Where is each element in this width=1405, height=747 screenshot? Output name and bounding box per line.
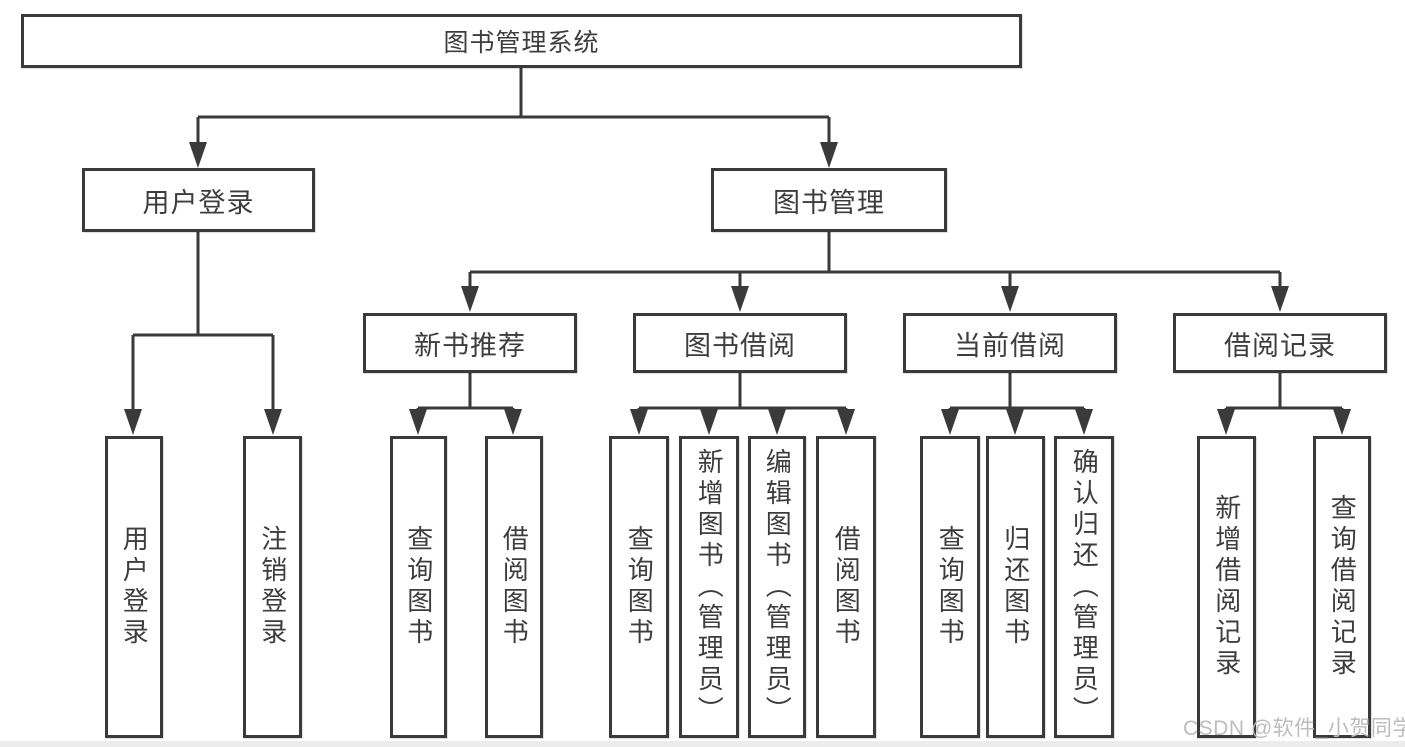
node-leaf-current-return-books: 归还图书 <box>986 436 1045 738</box>
node-leaf-recommend-borrow-books: 借阅图书 <box>485 436 543 738</box>
node-leaf-user-login: 用户登录 <box>105 436 163 738</box>
leaf-label: 归还图书 <box>1000 525 1031 649</box>
node-leaf-current-query-books: 查询图书 <box>920 436 980 738</box>
node-leaf-records-query: 查询借阅记录 <box>1313 436 1371 738</box>
node-leaf-records-add: 新增借阅记录 <box>1197 436 1256 738</box>
node-leaf-borrow-borrow-books: 借阅图书 <box>816 436 876 738</box>
leaf-label: 查询图书 <box>403 525 434 649</box>
node-leaf-borrow-edit-books: 编辑图书（管理员） <box>748 436 806 738</box>
tree-branch-lines <box>133 68 1342 410</box>
node-leaf-borrow-query-books: 查询图书 <box>609 436 669 738</box>
node-book-management: 图书管理 <box>711 168 947 232</box>
leaf-label: 新增借阅记录 <box>1211 494 1242 680</box>
node-leaf-borrow-add-books: 新增图书（管理员） <box>679 436 739 738</box>
page-bottom-strip <box>0 741 1405 747</box>
csdn-watermark: CSDN @软件_小贺同学 <box>1183 717 1405 740</box>
leaf-label: 编辑图书（管理员） <box>762 447 793 727</box>
leaf-label: 借阅图书 <box>499 525 530 649</box>
leaf-label: 确认归还（管理员） <box>1069 447 1100 727</box>
node-borrow-records: 借阅记录 <box>1173 313 1387 373</box>
arrowheads <box>124 117 1351 435</box>
leaf-label: 注销登录 <box>257 525 288 649</box>
leaf-label: 用户登录 <box>119 525 150 649</box>
leaf-label: 查询图书 <box>935 525 966 649</box>
leaf-label: 查询借阅记录 <box>1327 494 1358 680</box>
node-book-borrow: 图书借阅 <box>633 313 847 373</box>
leaf-label: 借阅图书 <box>831 525 862 649</box>
node-user-login: 用户登录 <box>82 168 315 232</box>
leaf-label: 查询图书 <box>624 525 655 649</box>
node-root: 图书管理系统 <box>21 14 1022 68</box>
node-current-borrow: 当前借阅 <box>903 313 1117 373</box>
node-leaf-logout: 注销登录 <box>243 436 302 738</box>
leaf-label: 新增图书（管理员） <box>694 447 725 727</box>
node-leaf-current-confirm-return: 确认归还（管理员） <box>1054 436 1114 738</box>
node-leaf-recommend-query-books: 查询图书 <box>390 436 447 738</box>
node-new-book-recommend: 新书推荐 <box>363 313 577 373</box>
